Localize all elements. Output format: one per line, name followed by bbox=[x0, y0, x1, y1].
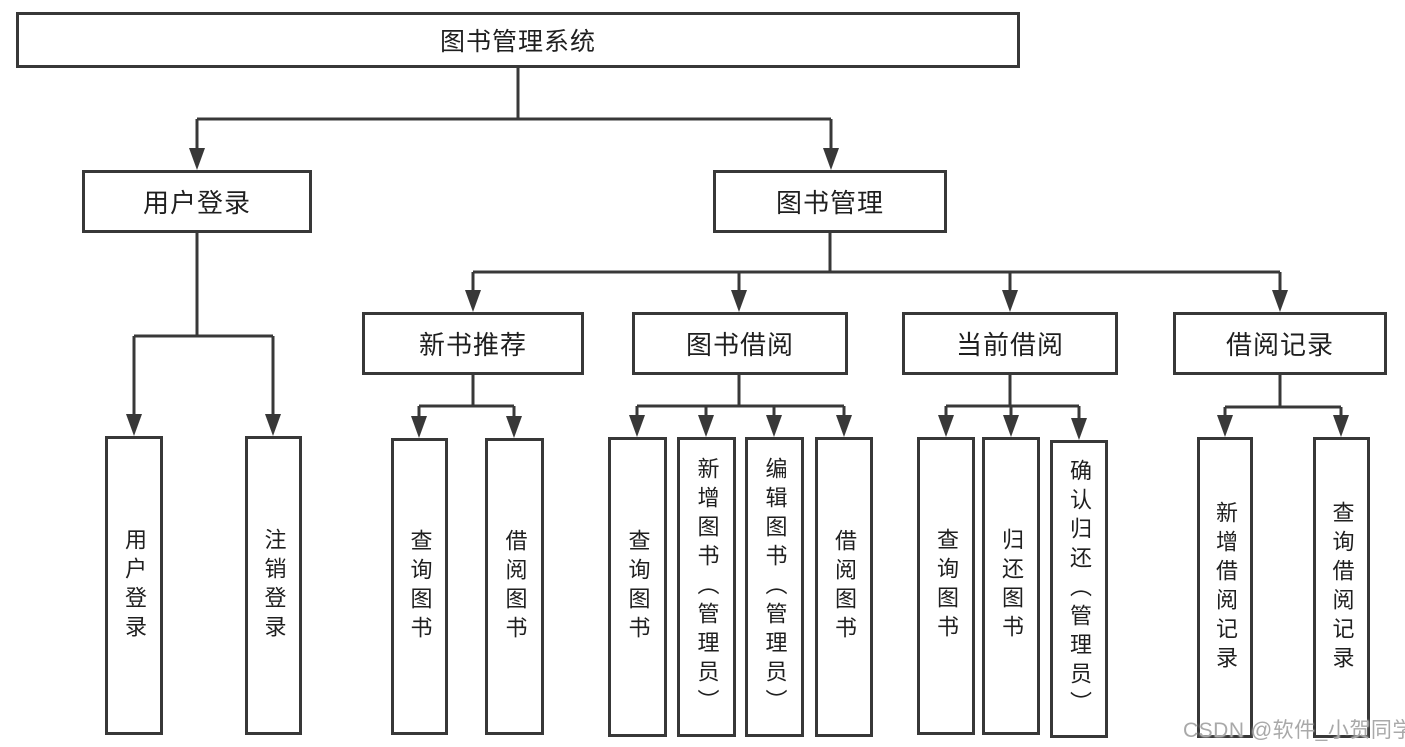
leaf-logout: 注销登录 bbox=[245, 436, 302, 735]
leaf-return-books: 归还图书 bbox=[982, 437, 1040, 735]
node-borrow-records: 借阅记录 bbox=[1173, 312, 1387, 375]
leaf-recommend-query-books: 查询图书 bbox=[391, 438, 448, 735]
leaf-borrow-query-books: 查询图书 bbox=[608, 437, 667, 737]
leaf-add-books-admin: 新增图书（管理员） bbox=[677, 437, 736, 737]
node-user-login: 用户登录 bbox=[82, 170, 312, 233]
leaf-current-query-books: 查询图书 bbox=[917, 437, 975, 735]
leaf-query-borrow-record: 查询借阅记录 bbox=[1313, 437, 1370, 738]
leaf-confirm-return-admin: 确认归还（管理员） bbox=[1050, 440, 1108, 738]
node-book-management: 图书管理 bbox=[713, 170, 947, 233]
leaf-borrow-books: 借阅图书 bbox=[815, 437, 873, 737]
leaf-edit-books-admin: 编辑图书（管理员） bbox=[745, 437, 804, 737]
node-book-borrow: 图书借阅 bbox=[632, 312, 848, 375]
leaf-recommend-borrow-books: 借阅图书 bbox=[485, 438, 544, 735]
leaf-user-login: 用户登录 bbox=[105, 436, 163, 735]
node-new-book-recommend: 新书推荐 bbox=[362, 312, 584, 375]
leaf-add-borrow-record: 新增借阅记录 bbox=[1197, 437, 1253, 738]
csdn-watermark: CSDN @软件_小贺同学 bbox=[1183, 719, 1405, 742]
arrowhead-icons bbox=[126, 148, 1349, 440]
node-root: 图书管理系统 bbox=[16, 12, 1020, 68]
node-current-borrow: 当前借阅 bbox=[902, 312, 1118, 375]
